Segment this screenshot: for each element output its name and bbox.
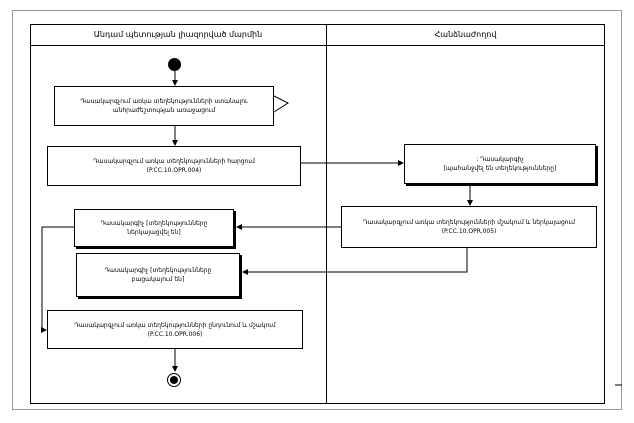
activity-process-submit-line1: Դասակարգչում առկա տեղեկությունների մշակո… — [363, 219, 575, 226]
object-classifier-submitted: Դասակարգիչ [տեղեկությունները ներկայացվել… — [74, 209, 234, 247]
activity-need-info-line1: Դասակարգչում առկա տեղեկությունների ստանա… — [80, 98, 248, 105]
lane-header-member-state: Անդամ պետության լիազորված մարմին — [30, 24, 326, 46]
activity-process-submit: Դասակարգչում առկա տեղեկությունների մշակո… — [341, 206, 597, 248]
flow-n5-to-n7 — [41, 226, 74, 333]
end-node — [167, 373, 181, 387]
object-classifier-missing: Դասակարգիչ [տեղեկությունները բացակայում … — [76, 253, 240, 297]
object-classifier-submitted-line1: Դասակարգիչ [տեղեկությունները — [100, 220, 208, 227]
object-classifier-missing-line1: Դասակարգիչ [տեղեկությունները — [104, 267, 212, 274]
activity-process-submit-line2: (P.CC.10.OPR.005) — [441, 228, 497, 235]
object-classifier-submitted-line2: ներկայացվել են] — [127, 229, 181, 236]
activity-request-info-line1: Դասակարգչում առկա տեղեկությունների հարցո… — [93, 158, 255, 165]
lane-divider — [326, 24, 327, 404]
activity-receive-process: Դասակարգչում առկա տեղեկությունների ընդու… — [47, 310, 303, 349]
send-signal-flag — [273, 95, 290, 113]
start-node — [168, 58, 181, 71]
object-classifier-requested: : Դասակարգիչ [պահանջվել են տեղեկությունն… — [404, 144, 596, 184]
activity-need-info-line2: անհրաժեշտության առաջացում — [112, 107, 216, 114]
swimlane-container — [30, 24, 605, 404]
activity-request-info-line2: (P.CC.10.OPR.004) — [146, 167, 202, 174]
object-classifier-missing-line2: բացակայում են] — [131, 276, 185, 283]
activity-receive-process-line1: Դասակարգչում առկա տեղեկությունների ընդու… — [74, 321, 276, 329]
object-classifier-requested-line1: : Դասակարգիչ — [476, 156, 524, 163]
flow-n4-to-n6 — [242, 248, 468, 275]
diagram-frame — [12, 10, 622, 410]
activity-request-info: Դասակարգչում առկա տեղեկությունների հարցո… — [47, 146, 301, 186]
lane-header-commission: Հանձնաժողով — [326, 24, 605, 46]
object-classifier-requested-line2: [պահանջվել են տեղեկությունները] — [443, 165, 557, 172]
activity-need-info: Դասակարգչում առկա տեղեկությունների ստանա… — [54, 86, 274, 126]
activity-receive-process-line2: (P.CC.10.OPR.006) — [147, 330, 203, 338]
